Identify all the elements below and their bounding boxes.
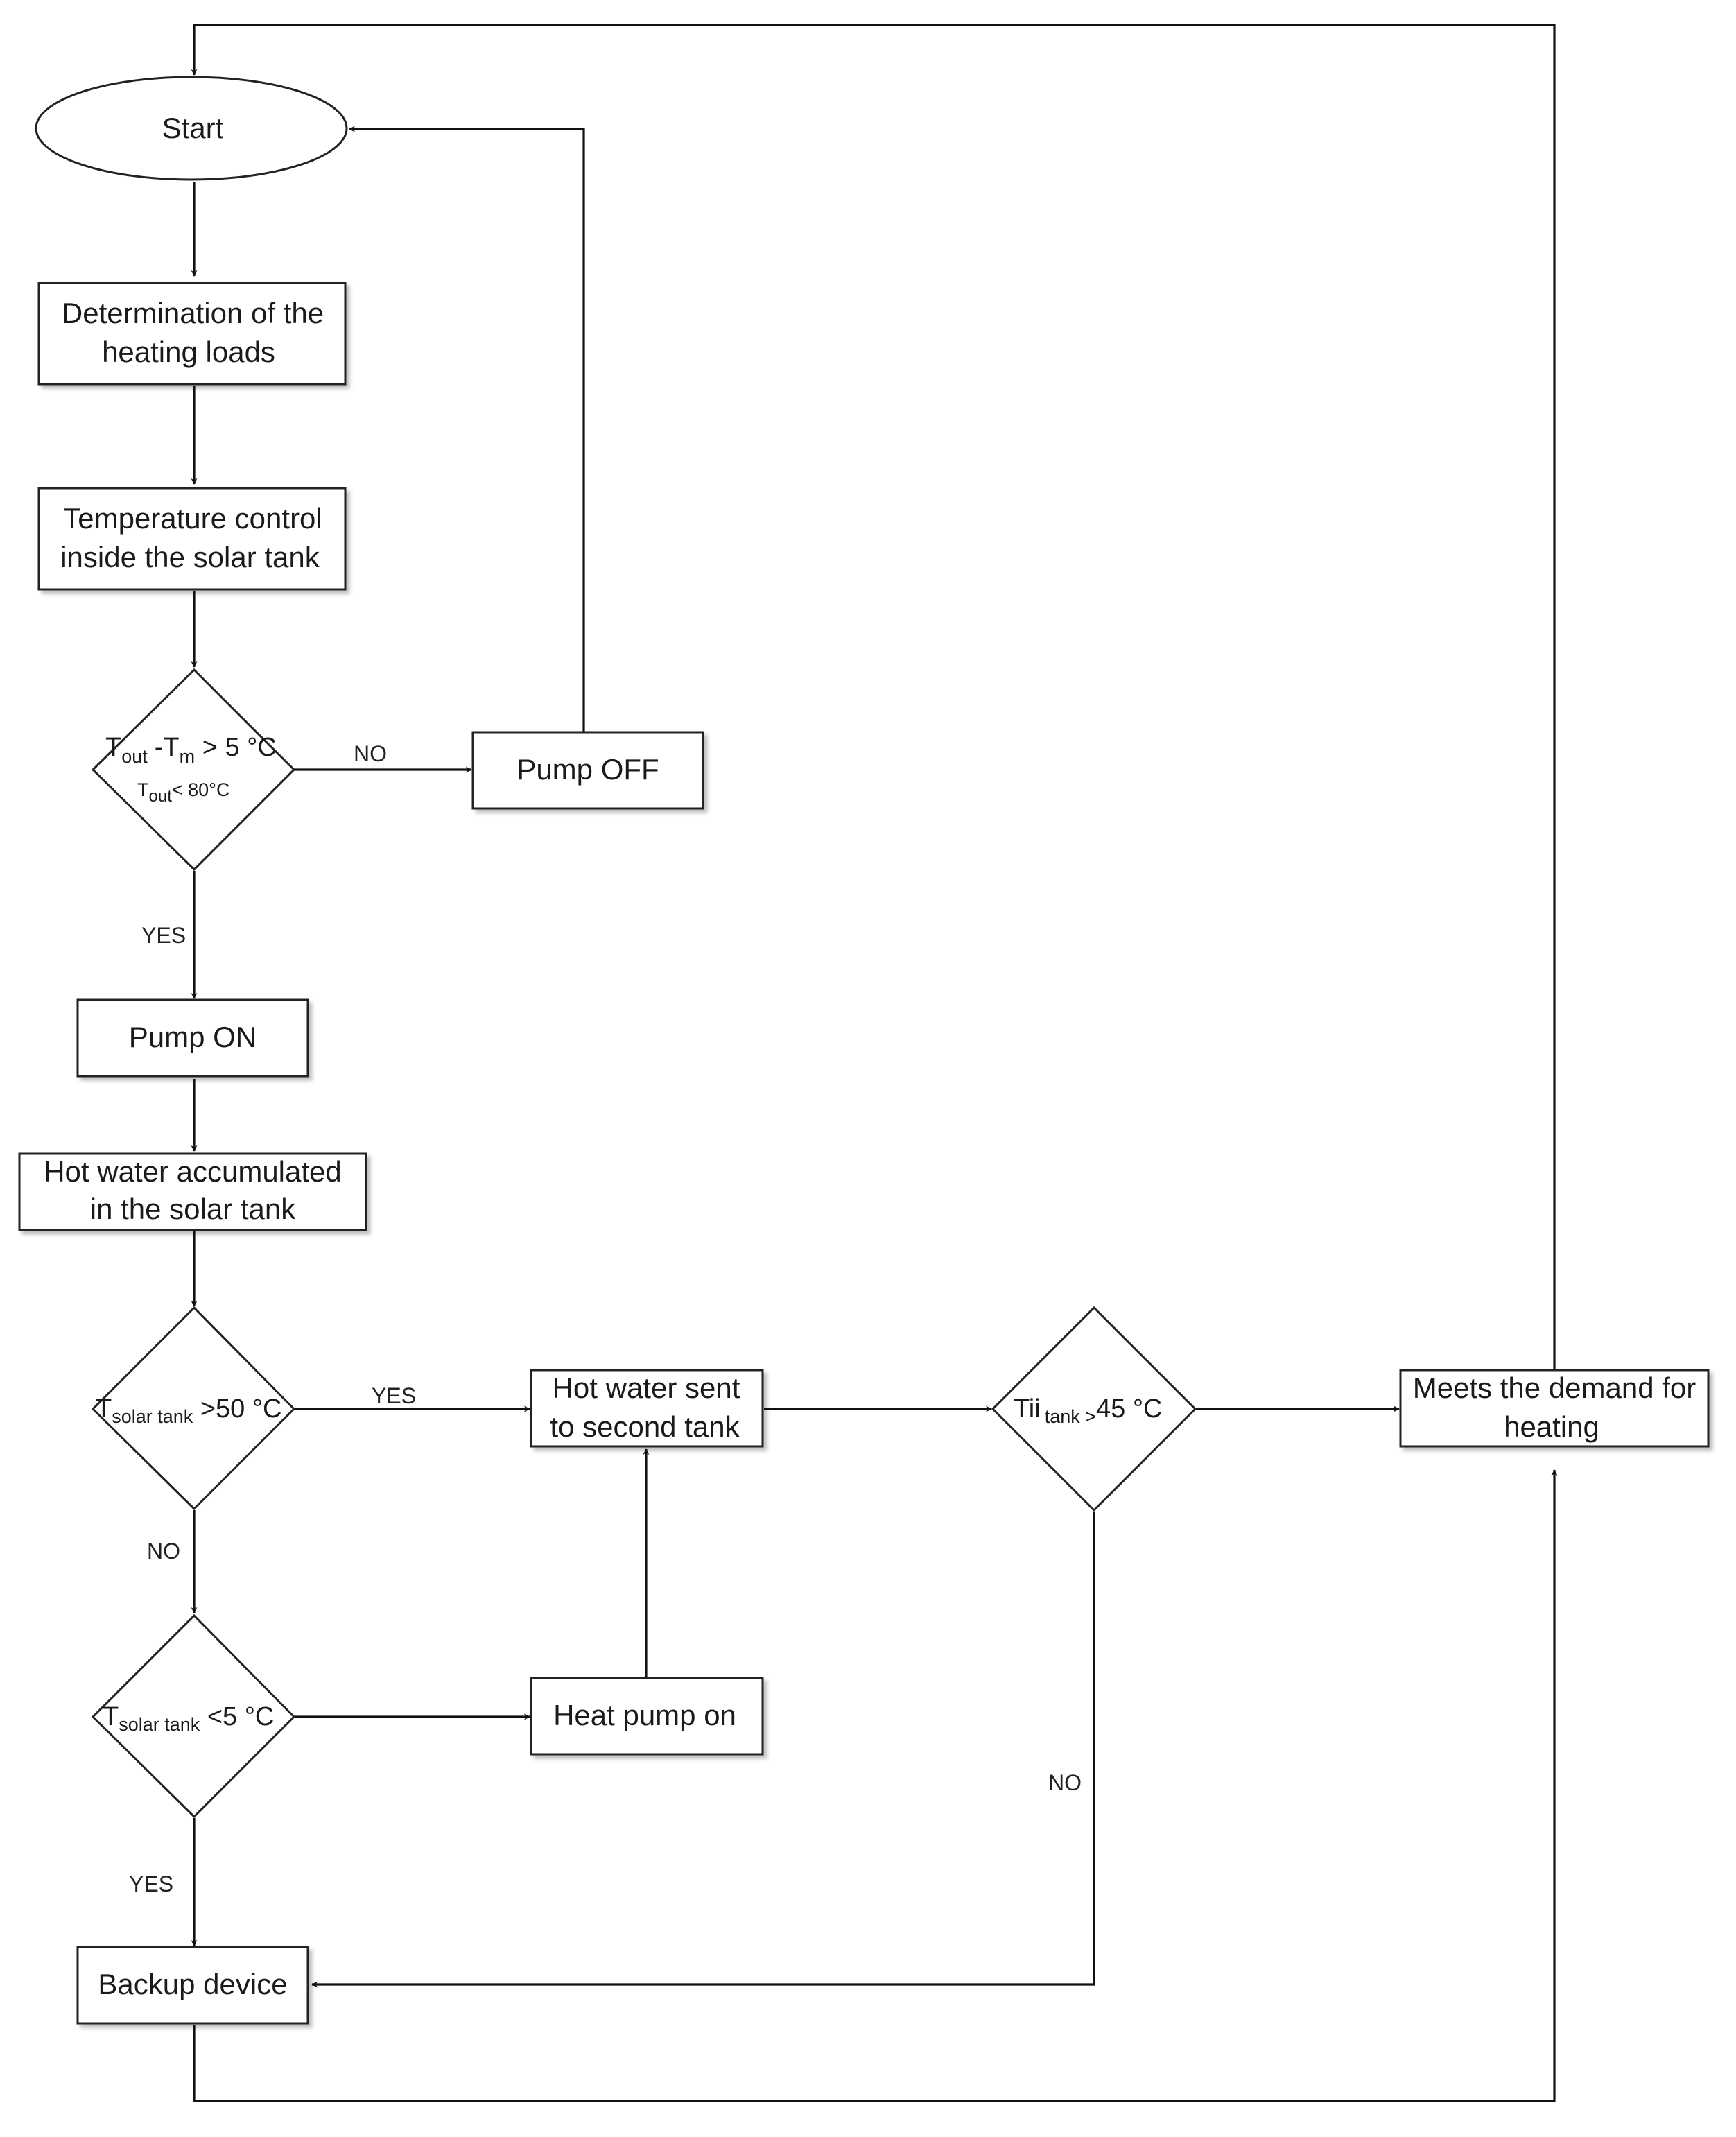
decision2-label: Tsolar tank >50 °C bbox=[96, 1394, 282, 1427]
hot-water-acc-label-line1: Hot water accumulated bbox=[44, 1155, 342, 1188]
determination-node: Determination of the heating loads bbox=[37, 282, 347, 386]
decision2-node: Tsolar tank >50 °C bbox=[91, 1306, 296, 1511]
temp-control-node: Temperature control inside the solar tan… bbox=[37, 487, 347, 591]
determination-label-line1: Determination of the bbox=[62, 297, 324, 329]
heat-pump-on-label: Heat pump on bbox=[553, 1699, 736, 1731]
decision3-node: Tsolar tank <5 °C bbox=[91, 1613, 296, 1819]
start-label: Start bbox=[162, 112, 224, 144]
edge-label-d3-yes: YES bbox=[129, 1871, 173, 1896]
edge-label-d2-no: NO bbox=[147, 1539, 180, 1564]
determination-label-line2: heating loads bbox=[102, 336, 275, 368]
arrow-pump-off-to-start bbox=[349, 126, 585, 732]
edge-label-d1-no: NO bbox=[354, 741, 387, 766]
hot-water-acc-node: Hot water accumulated in the solar tank bbox=[18, 1152, 367, 1231]
temp-control-label-line1: Temperature control bbox=[63, 502, 322, 535]
decision1-node: Tout-Tm > 5 °C Tout< 80°C bbox=[91, 668, 296, 872]
edge-labels: NO YES YES NO YES NO bbox=[129, 741, 1082, 1896]
heat-pump-on-node: Heat pump on bbox=[530, 1677, 764, 1756]
pump-off-label: Pump OFF bbox=[517, 753, 659, 786]
temp-control-label-line2: inside the solar tank bbox=[60, 541, 320, 573]
hot-water-acc-label-line2: in the solar tank bbox=[90, 1193, 297, 1225]
decision1-line2: Tout< 80°C bbox=[137, 779, 229, 806]
edge-label-d4-no: NO bbox=[1048, 1770, 1082, 1795]
backup-node: Backup device bbox=[76, 1946, 309, 2025]
meets-demand-label-line1: Meets the demand for bbox=[1413, 1372, 1696, 1404]
pump-off-node: Pump OFF bbox=[471, 731, 704, 810]
hot-water-sent-node: Hot water sent to second tank bbox=[530, 1369, 764, 1448]
edge-label-d1-yes: YES bbox=[141, 923, 186, 948]
arrow-decision4-no-to-backup bbox=[311, 1512, 1095, 1988]
start-node: Start bbox=[35, 76, 348, 181]
hot-water-sent-label-line1: Hot water sent bbox=[553, 1372, 740, 1404]
pump-on-label: Pump ON bbox=[129, 1021, 257, 1053]
hot-water-sent-label-line2: to second tank bbox=[550, 1410, 740, 1443]
arrow-backup-to-meets-demand bbox=[193, 1469, 1558, 2102]
meets-demand-label-line2: heating bbox=[1504, 1410, 1599, 1443]
arrow-meets-demand-to-start bbox=[191, 24, 1556, 1370]
decision1-line1: Tout-Tm > 5 °C bbox=[105, 733, 277, 767]
edge-label-d2-yes: YES bbox=[372, 1383, 416, 1408]
backup-label: Backup device bbox=[98, 1968, 287, 2000]
pump-on-node: Pump ON bbox=[76, 998, 309, 1078]
decision3-label: Tsolar tank <5 °C bbox=[103, 1702, 274, 1735]
meets-demand-node: Meets the demand for heating bbox=[1399, 1369, 1710, 1448]
connectors bbox=[191, 24, 1558, 2102]
